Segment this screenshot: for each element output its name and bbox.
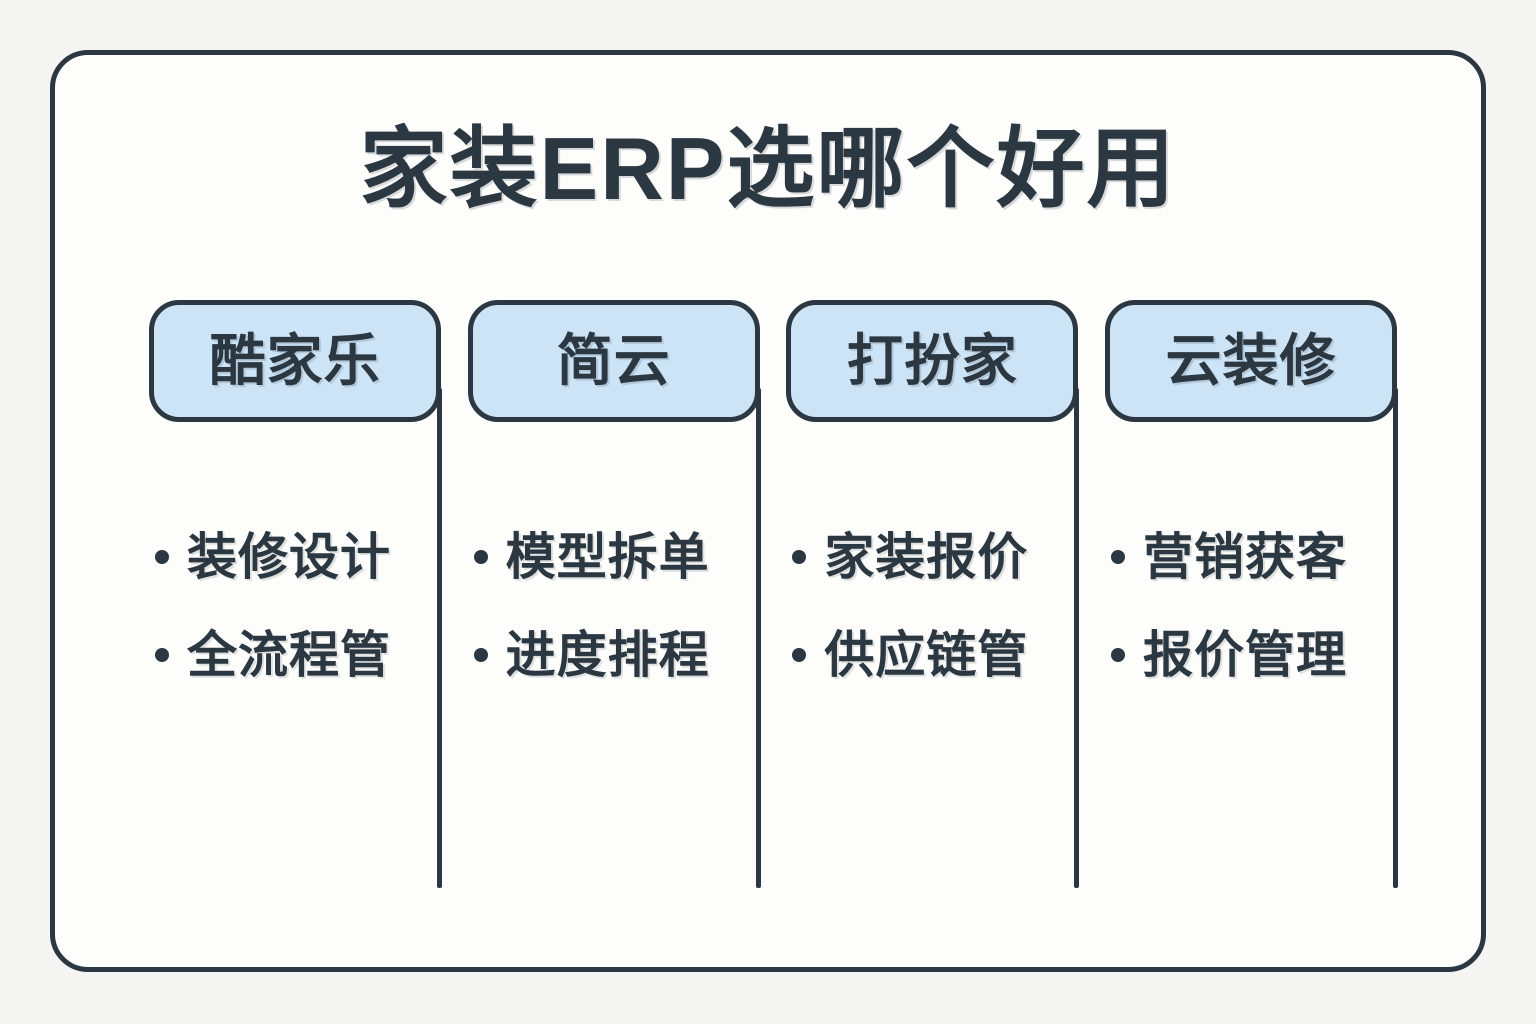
feature-list-item: 装修设计 — [145, 508, 445, 606]
column-divider-line-2 — [755, 388, 761, 888]
vendor-pill-2[interactable]: 简云 — [467, 300, 760, 422]
bullet-dot-icon — [1110, 648, 1125, 662]
vendor-column-2: 简云 模型拆单 进度排程 — [464, 300, 764, 900]
bullet-dot-icon — [792, 550, 807, 564]
page-title: 家装ERP选哪个好用 — [359, 119, 1177, 218]
vendor-pill-label-1: 酷家乐 — [209, 329, 381, 392]
feature-label: 全流程管 — [187, 627, 391, 683]
vendor-pill-1[interactable]: 酷家乐 — [149, 300, 441, 422]
vendor-column-3: 打扮家 家装报价 供应链管 — [782, 300, 1082, 900]
feature-list-item: 供应链管 — [782, 606, 1082, 704]
bullet-dot-icon — [155, 648, 169, 662]
feature-label: 模型拆单 — [505, 529, 710, 585]
feature-list-2: 模型拆单 进度排程 — [464, 508, 764, 704]
bullet-dot-icon — [1110, 550, 1125, 564]
feature-list-item: 全流程管 — [145, 606, 445, 704]
vendor-column-4: 云装修 营销获客 报价管理 — [1101, 300, 1401, 900]
vendor-pill-3[interactable]: 打扮家 — [786, 300, 1079, 422]
vendor-pill-label-2: 简云 — [556, 329, 671, 392]
feature-list-item: 模型拆单 — [464, 508, 764, 606]
vendor-pill-label-4: 云装修 — [1165, 329, 1337, 392]
content-card: 家装ERP选哪个好用 酷家乐 装修设计 全流程管 — [50, 50, 1486, 972]
feature-label: 报价管理 — [1142, 627, 1347, 683]
vendor-pill-label-3: 打扮家 — [846, 329, 1018, 392]
feature-list-3: 家装报价 供应链管 — [782, 508, 1082, 704]
bullet-dot-icon — [155, 550, 169, 564]
feature-label: 进度排程 — [505, 627, 710, 683]
bullet-dot-icon — [473, 648, 488, 662]
feature-label: 装修设计 — [187, 529, 391, 585]
feature-list-4: 营销获客 报价管理 — [1101, 508, 1401, 704]
vendor-pill-4[interactable]: 云装修 — [1104, 300, 1397, 422]
comparison-columns: 酷家乐 装修设计 全流程管 简云 — [145, 300, 1401, 900]
bullet-dot-icon — [792, 648, 807, 662]
bullet-dot-icon — [473, 550, 488, 564]
feature-list-item: 家装报价 — [782, 508, 1082, 606]
feature-label: 家装报价 — [824, 529, 1029, 585]
column-divider-line-1 — [437, 388, 442, 888]
column-divider-line-3 — [1074, 388, 1080, 888]
feature-label: 供应链管 — [824, 627, 1029, 683]
feature-list-item: 报价管理 — [1101, 606, 1401, 704]
feature-label: 营销获客 — [1142, 529, 1347, 585]
vendor-column-1: 酷家乐 装修设计 全流程管 — [145, 300, 445, 900]
feature-list-item: 营销获客 — [1101, 508, 1401, 606]
feature-list-1: 装修设计 全流程管 — [145, 508, 445, 704]
column-divider-line-4 — [1392, 388, 1398, 888]
feature-list-item: 进度排程 — [464, 606, 764, 704]
